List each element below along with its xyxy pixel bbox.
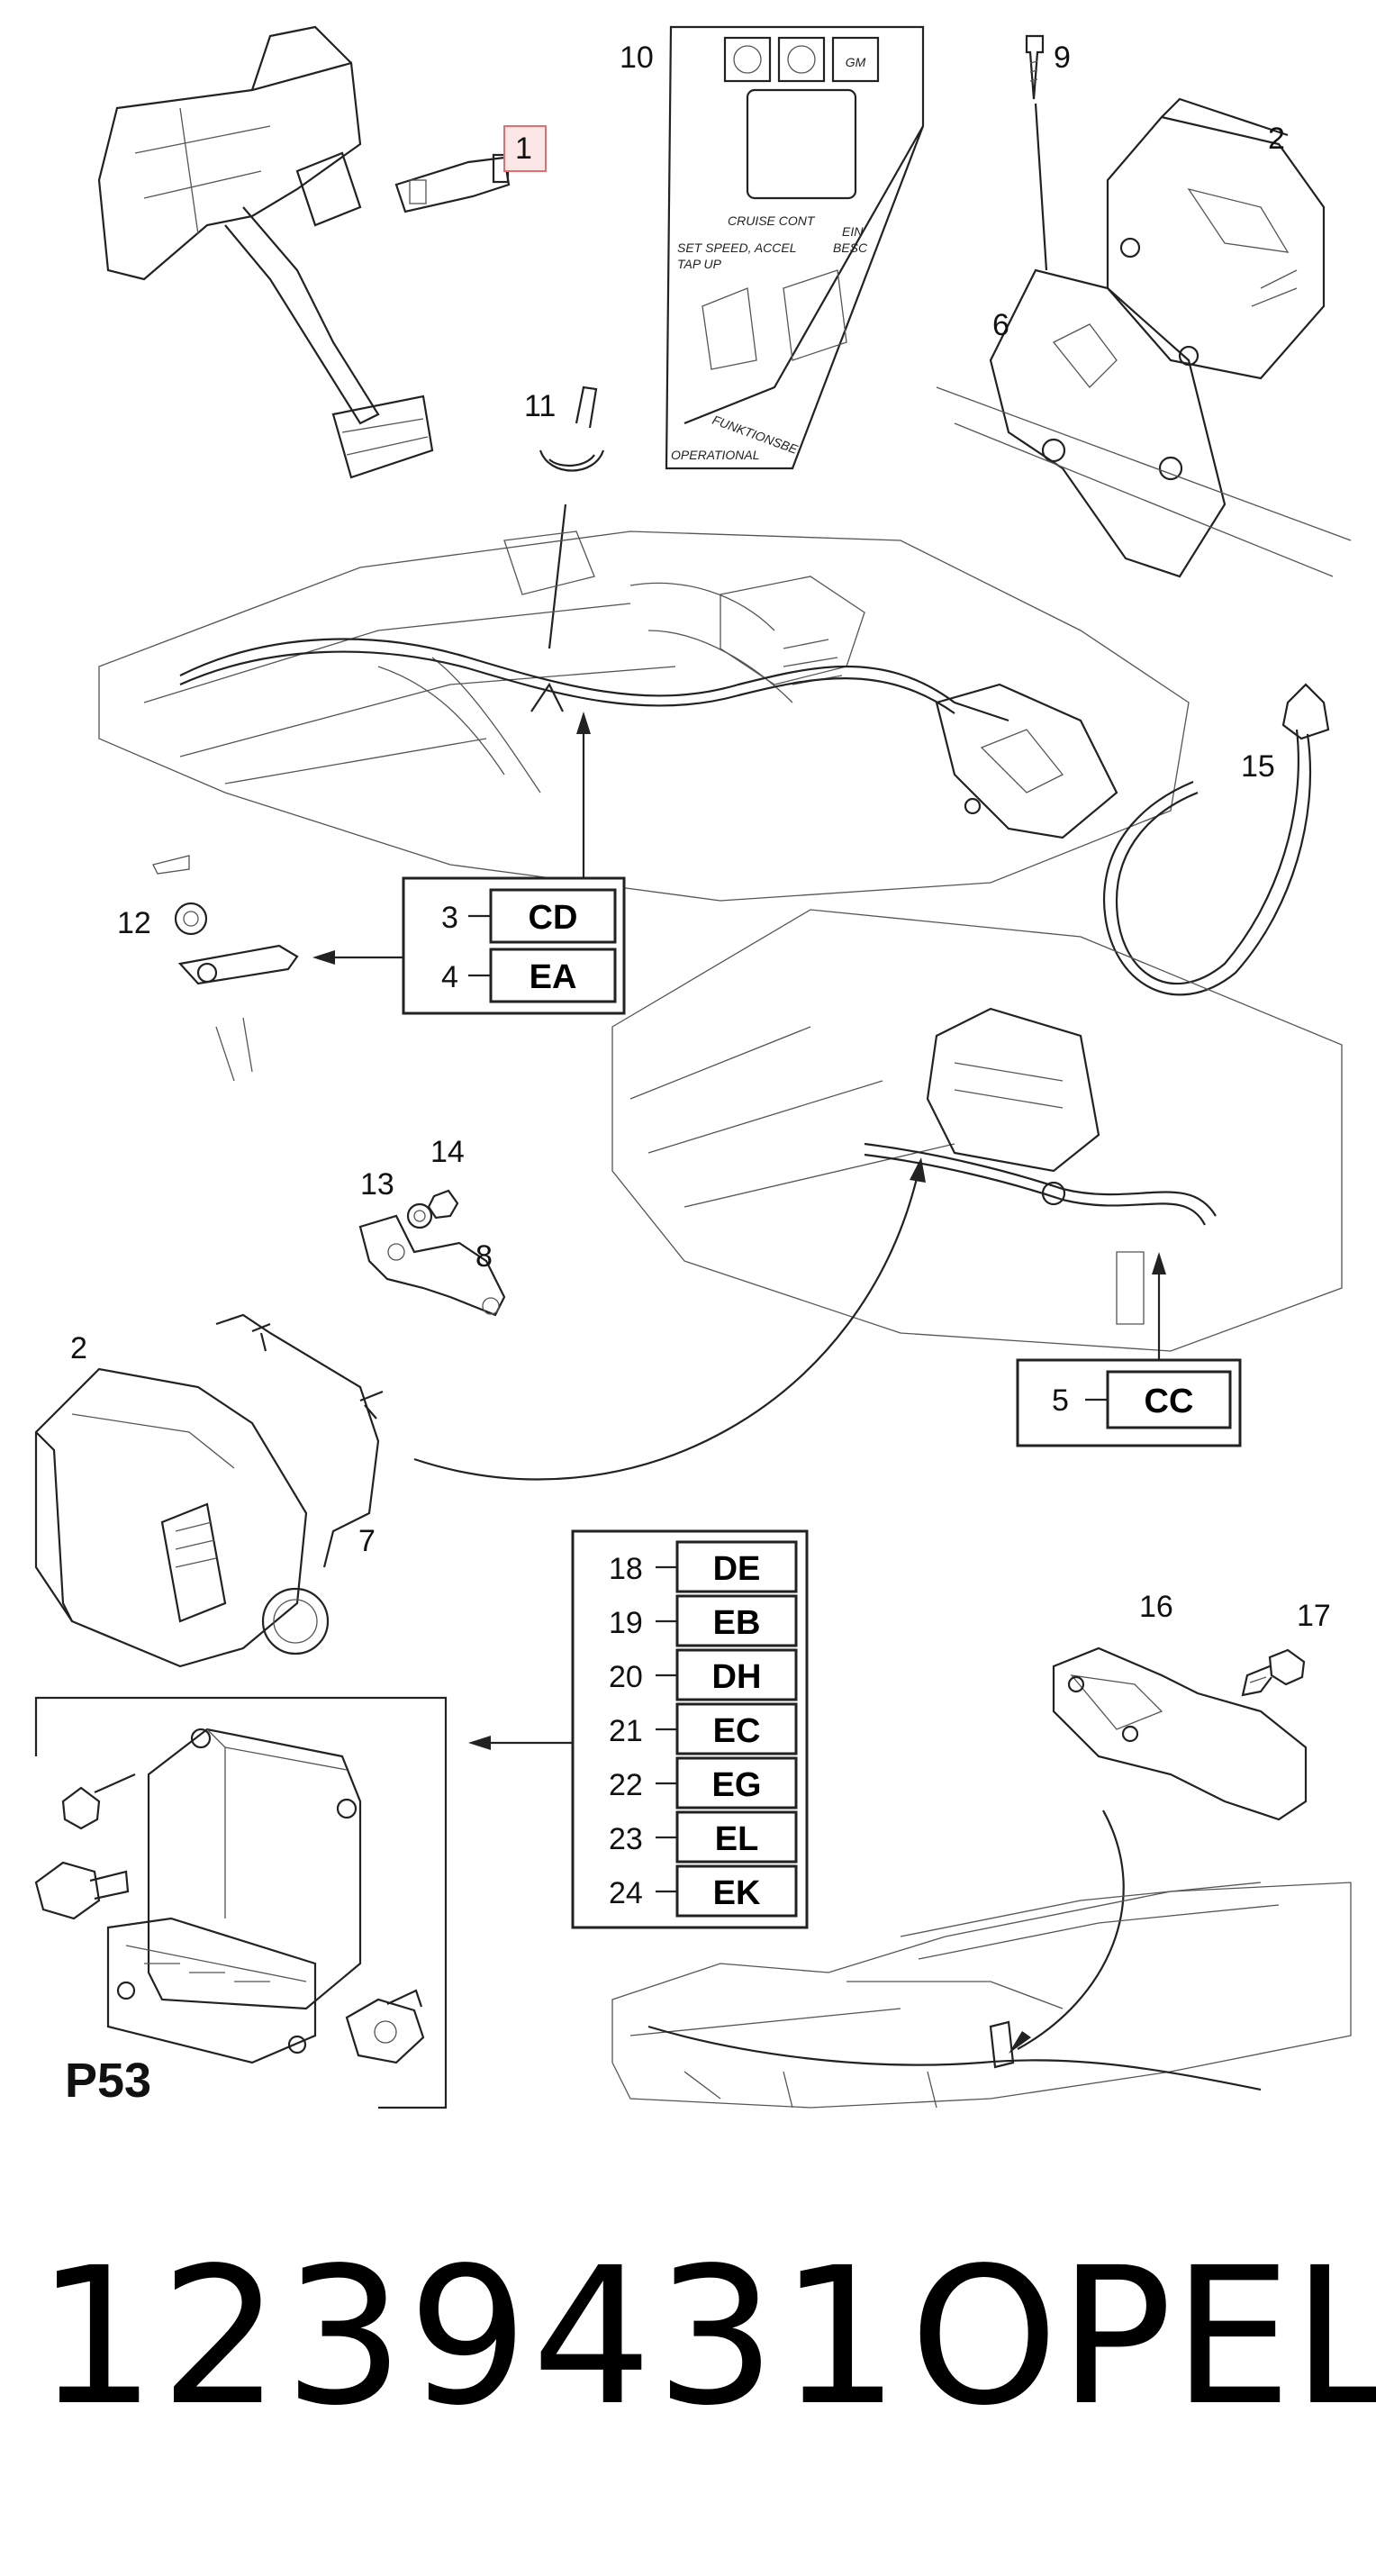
engine-bay-lower xyxy=(611,1882,1352,2109)
callout-17: 17 xyxy=(1297,1599,1331,1633)
callout-2-top: 2 xyxy=(1268,122,1285,156)
code-eb: EB xyxy=(713,1604,761,1642)
code-cd: CD xyxy=(529,899,578,937)
callout-21: 21 xyxy=(609,1714,643,1748)
code-eg: EG xyxy=(712,1766,762,1804)
code-cc: CC xyxy=(1145,1383,1194,1420)
parts-13-14-8 xyxy=(358,1189,506,1317)
callout-4: 4 xyxy=(441,960,458,994)
sheet-line-1: SET SPEED, ACCEL xyxy=(677,240,797,255)
control-unit-top-right xyxy=(936,34,1352,578)
code-box-cc xyxy=(1016,1252,1242,1447)
engine-bay-middle xyxy=(611,909,1343,1352)
callout-22: 22 xyxy=(609,1768,643,1802)
callout-12: 12 xyxy=(117,906,151,940)
sheet-title: CRUISE CONT xyxy=(728,213,816,228)
callout-6: 6 xyxy=(992,308,1009,342)
code-ea: EA xyxy=(530,958,577,996)
callout-9: 9 xyxy=(1054,41,1071,75)
engine-bay-upper xyxy=(98,531,1190,902)
callout-13: 13 xyxy=(360,1167,394,1202)
module-label-p53: P53 xyxy=(65,2054,151,2108)
code-ec: EC xyxy=(713,1712,761,1750)
callout-3: 3 xyxy=(441,901,458,935)
instruction-sheet: GM CRUISE CONT SET SPEED, ACCEL TAP UP E… xyxy=(665,25,925,470)
callout-24: 24 xyxy=(609,1876,643,1910)
pedal-assembly xyxy=(97,25,511,479)
callout-1: 1 xyxy=(515,132,532,166)
callout-15: 15 xyxy=(1241,749,1275,784)
callout-7: 7 xyxy=(358,1524,376,1558)
sheet-logo-gm: GM xyxy=(846,55,866,69)
callout-18: 18 xyxy=(609,1552,643,1586)
sheet-footer: OPERATIONAL xyxy=(671,448,760,462)
code-el: EL xyxy=(715,1820,759,1858)
code-box-18-24 xyxy=(468,1529,809,1929)
p53-module xyxy=(34,1696,448,2109)
sheet-line-2: TAP UP xyxy=(677,257,722,271)
arrow-to-module xyxy=(413,1157,926,1481)
parts-16-17 xyxy=(1052,1646,1308,1821)
callout-19: 19 xyxy=(609,1606,643,1640)
sheet-fragment-b: BESC xyxy=(833,240,868,255)
control-unit-lower-left xyxy=(34,1313,384,1668)
callout-14: 14 xyxy=(430,1135,465,1169)
arrow-to-cable-lower xyxy=(1009,1810,1125,2054)
callout-8: 8 xyxy=(475,1239,493,1274)
part-number: 1239431 xyxy=(36,2227,904,2447)
brand-name: OPEL xyxy=(910,2227,1376,2447)
part-12 xyxy=(152,855,299,1082)
sheet-fragment-a: EIN xyxy=(842,224,864,239)
cable-tie-15 xyxy=(1102,683,1330,996)
code-dh: DH xyxy=(712,1658,762,1696)
code-ek: EK xyxy=(713,1874,761,1912)
highlight-part-1 xyxy=(503,125,547,172)
callout-23: 23 xyxy=(609,1822,643,1856)
callout-20: 20 xyxy=(609,1660,643,1694)
code-box-cd-ea xyxy=(312,712,626,1015)
callout-5: 5 xyxy=(1052,1383,1069,1418)
code-de: DE xyxy=(713,1550,761,1588)
callout-2-lower: 2 xyxy=(70,1331,87,1365)
clip-11 xyxy=(539,385,605,649)
callout-10: 10 xyxy=(620,41,654,75)
callout-11: 11 xyxy=(524,389,556,423)
callout-16: 16 xyxy=(1139,1590,1173,1624)
